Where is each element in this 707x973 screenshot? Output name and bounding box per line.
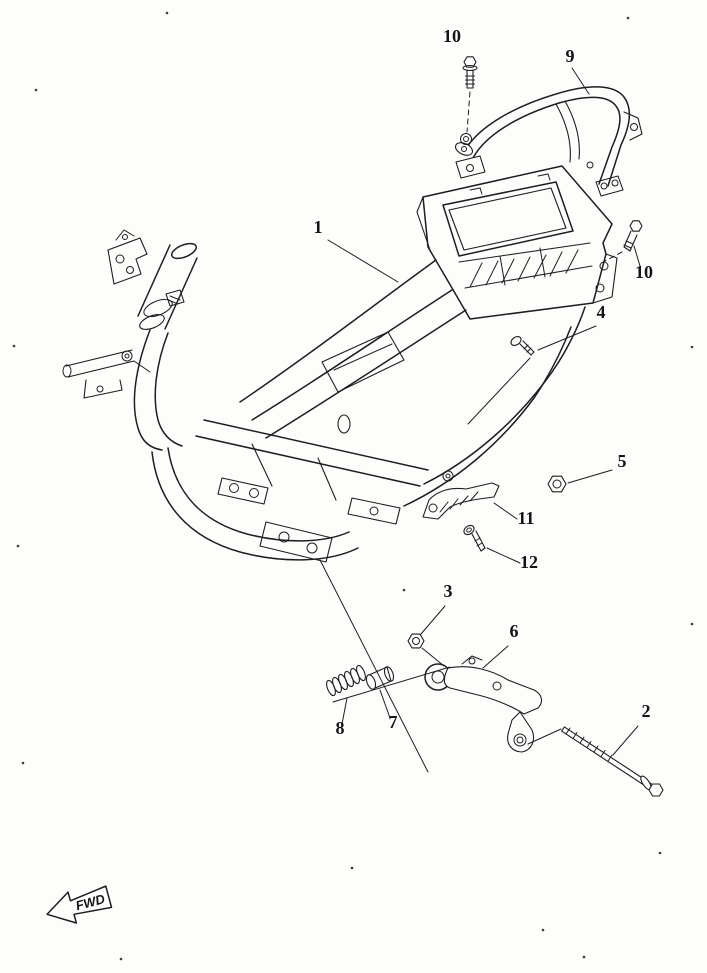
callout-6: 6 <box>482 621 519 669</box>
leader-line <box>482 645 509 669</box>
leader-line <box>633 245 641 267</box>
spring-8 <box>326 664 366 697</box>
callout-label: 8 <box>336 718 345 738</box>
nut-3 <box>407 633 425 649</box>
callout-10-top: 10 <box>443 26 461 46</box>
bolt-10-top <box>460 56 478 145</box>
front-lower-bracket <box>62 349 151 399</box>
callout-label: 7 <box>389 712 398 732</box>
callout-label: 6 <box>510 621 519 641</box>
leader-line <box>604 251 623 262</box>
bolt-10-right <box>604 220 643 262</box>
stand-stopper-11 <box>422 482 500 520</box>
fwd-arrow-shape <box>46 885 113 924</box>
callout-label: 10 <box>443 26 461 46</box>
front-upper-bracket <box>107 229 148 285</box>
leader-line <box>571 67 590 95</box>
callout-3: 3 <box>420 581 453 635</box>
alignment-line <box>467 357 531 425</box>
leader-line <box>537 325 597 351</box>
fwd-direction-arrow: FWD <box>46 885 113 924</box>
callout-1: 1 <box>314 217 399 283</box>
leader-line <box>420 605 446 635</box>
callouts: 10 9 1 10 4 5 11 12 <box>314 26 653 756</box>
callout-11: 11 <box>493 502 535 528</box>
floor-section <box>151 306 586 563</box>
rear-subframe <box>416 155 618 320</box>
callout-label: 1 <box>314 217 323 237</box>
callout-10-right: 10 <box>633 245 653 282</box>
leader-line <box>379 689 391 719</box>
leader-line <box>341 697 348 725</box>
callout-label: 12 <box>520 552 538 572</box>
screw-4 <box>467 336 535 425</box>
callout-9: 9 <box>566 46 590 95</box>
side-stand-bracket-6 <box>424 655 543 753</box>
screw-12 <box>463 524 486 552</box>
print-specks <box>12 11 694 961</box>
callout-label: 5 <box>618 451 627 471</box>
leader-line <box>327 239 399 283</box>
construction-lines <box>319 559 562 773</box>
bolt-2 <box>561 726 664 797</box>
leader-line <box>612 725 639 756</box>
rear-carrier-bar <box>454 86 643 197</box>
callout-8: 8 <box>336 697 348 738</box>
callout-label: 9 <box>566 46 575 66</box>
leader-line <box>567 469 613 484</box>
subframe-hatching <box>469 247 579 288</box>
main-spine-tubes <box>239 259 467 439</box>
callout-label: 2 <box>642 701 651 721</box>
callout-label: 4 <box>597 302 606 322</box>
callout-12: 12 <box>486 547 538 572</box>
steering-head <box>133 242 198 451</box>
callout-2: 2 <box>612 701 651 756</box>
callout-5: 5 <box>567 451 627 484</box>
leader-line <box>466 91 471 133</box>
callout-7: 7 <box>379 689 398 732</box>
leader-line <box>486 547 521 564</box>
leader-line <box>493 502 518 520</box>
callout-label: 3 <box>444 581 453 601</box>
callout-4: 4 <box>537 302 606 351</box>
callout-label: 11 <box>517 508 534 528</box>
nut-5 <box>547 475 567 493</box>
callout-label: 10 <box>635 262 653 282</box>
